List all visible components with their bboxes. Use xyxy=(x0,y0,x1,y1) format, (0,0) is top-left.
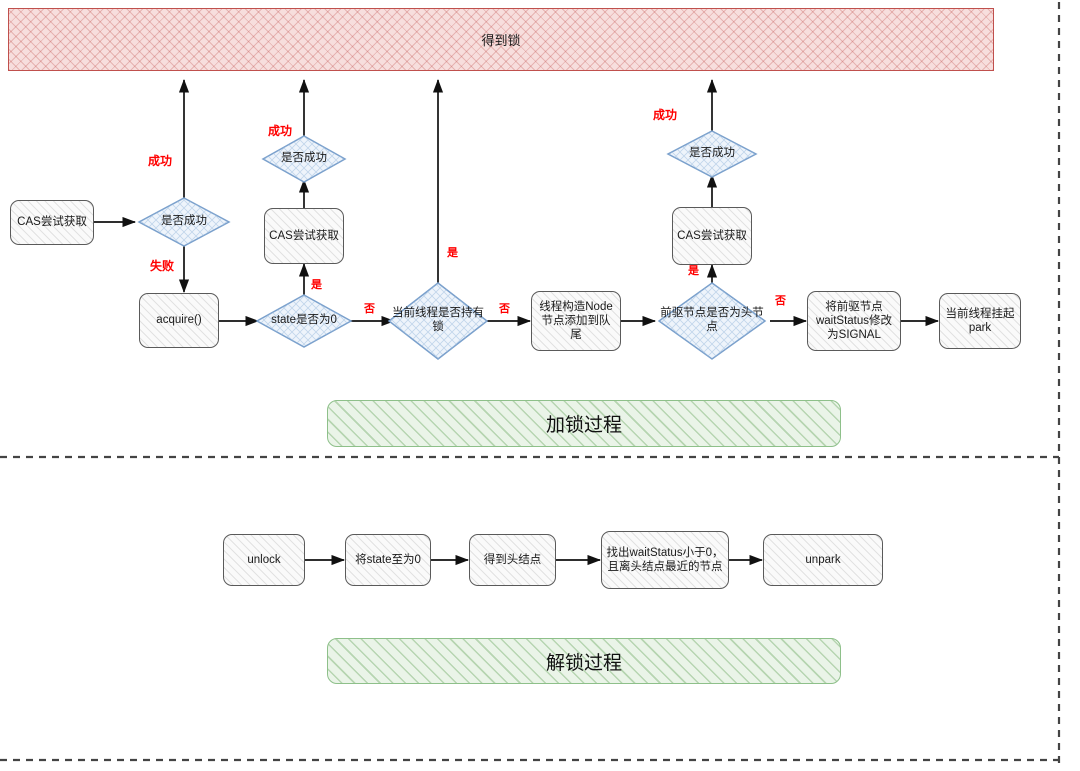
banner-lock-process-label: 加锁过程 xyxy=(545,415,622,436)
node-get-head-label: 得到头结点 xyxy=(483,553,542,566)
edge-label-success-right: 成功 xyxy=(653,108,678,122)
edge-label-fail-left: 失败 xyxy=(150,259,175,273)
node-set-signal[interactable]: 将前驱节点waitStatus修改为SIGNAL xyxy=(807,291,901,351)
node-acquire-label: acquire() xyxy=(156,314,202,327)
edge-label-success-mid: 成功 xyxy=(268,124,293,138)
node-cas-try-3[interactable]: CAS尝试获取 xyxy=(672,207,752,265)
edge-label-yes-pred-head: 是 xyxy=(688,265,699,277)
node-thread-holds-lock-label: 当前线程是否持有锁 xyxy=(392,307,484,333)
node-find-node[interactable]: 找出waitStatus小于0，且离头结点最近的节点 xyxy=(601,531,729,589)
banner-got-lock: 得到锁 xyxy=(8,8,994,71)
node-set-signal-label: 将前驱节点waitStatus修改为SIGNAL xyxy=(815,300,893,341)
node-build-node-label: 线程构造Node节点添加到队尾 xyxy=(539,300,613,341)
node-cas-try-2[interactable]: CAS尝试获取 xyxy=(264,208,344,264)
node-thread-holds-lock[interactable]: 当前线程是否持有锁 xyxy=(389,283,487,359)
node-cas-try-1[interactable]: CAS尝试获取 xyxy=(10,200,94,245)
banner-lock-process: 加锁过程 xyxy=(327,400,841,447)
node-unlock[interactable]: unlock xyxy=(223,534,305,586)
node-is-success-3-label: 是否成功 xyxy=(689,147,735,160)
edge-label-no-holds-lock: 否 xyxy=(499,303,510,315)
node-set-state-zero[interactable]: 将state至为0 xyxy=(345,534,431,586)
node-get-head[interactable]: 得到头结点 xyxy=(469,534,556,586)
node-cas-try-1-label: CAS尝试获取 xyxy=(17,216,87,229)
node-unpark[interactable]: unpark xyxy=(763,534,883,586)
banner-got-lock-label: 得到锁 xyxy=(481,33,521,48)
node-park[interactable]: 当前线程挂起park xyxy=(939,293,1021,349)
node-unpark-label: unpark xyxy=(805,553,841,566)
node-acquire[interactable]: acquire() xyxy=(139,293,219,348)
node-build-node[interactable]: 线程构造Node节点添加到队尾 xyxy=(531,291,621,351)
node-find-node-label: 找出waitStatus小于0，且离头结点最近的节点 xyxy=(606,546,724,573)
node-state-is-zero-label: state是否为0 xyxy=(271,314,337,327)
node-is-success-1-label: 是否成功 xyxy=(161,215,207,228)
node-is-success-2-label: 是否成功 xyxy=(281,152,327,165)
node-state-is-zero[interactable]: state是否为0 xyxy=(257,295,351,347)
edge-label-yes-state: 是 xyxy=(311,279,322,291)
node-set-state-zero-label: 将state至为0 xyxy=(355,553,421,566)
node-cas-try-3-label: CAS尝试获取 xyxy=(677,229,747,242)
node-is-success-3[interactable]: 是否成功 xyxy=(668,131,756,177)
banner-unlock-process: 解锁过程 xyxy=(327,638,841,684)
node-is-success-1[interactable]: 是否成功 xyxy=(139,198,229,246)
banner-unlock-process-label: 解锁过程 xyxy=(545,652,622,674)
node-pred-is-head-label: 前驱节点是否为头节点 xyxy=(660,307,764,333)
node-unlock-label: unlock xyxy=(247,553,281,566)
edge-label-no-state: 否 xyxy=(364,303,375,315)
node-is-success-2[interactable]: 是否成功 xyxy=(263,136,345,182)
node-park-label: 当前线程挂起park xyxy=(945,307,1015,334)
node-pred-is-head[interactable]: 前驱节点是否为头节点 xyxy=(659,283,765,359)
node-cas-try-2-label: CAS尝试获取 xyxy=(269,229,339,242)
edge-label-yes-holds-lock: 是 xyxy=(447,247,458,259)
edge-label-success-left: 成功 xyxy=(148,154,173,168)
edge-label-no-pred-head: 否 xyxy=(775,295,786,307)
